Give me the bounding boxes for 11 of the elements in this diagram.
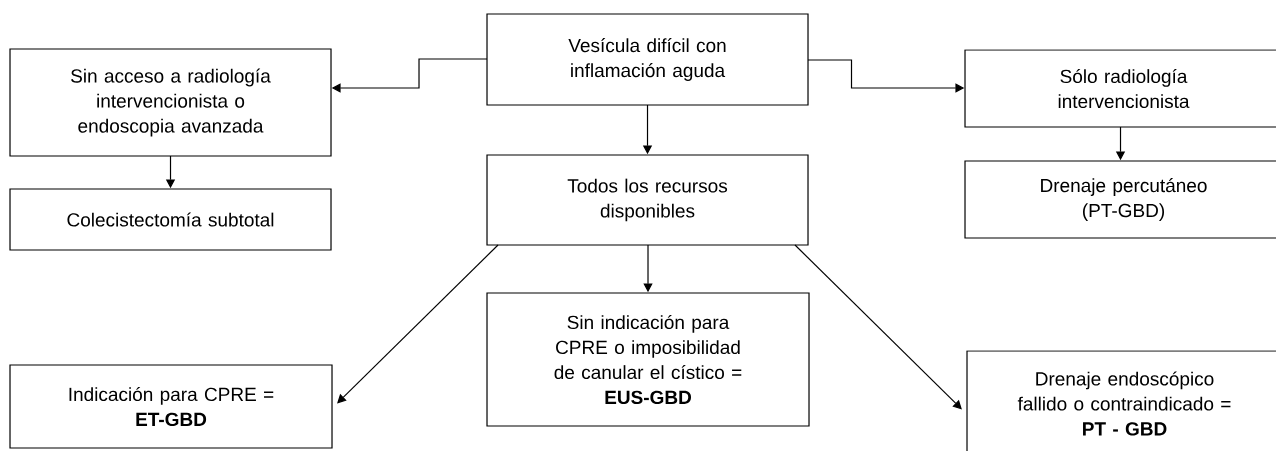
process-box: Todos los recursos disponibles	[486, 154, 809, 246]
arrow	[794, 244, 962, 410]
process-box: Sólo radiología intervencionista	[964, 49, 1276, 128]
arrow	[337, 244, 499, 404]
process-box: Sin indicación para CPRE o imposibilidad de canular el cístico = EUS-GBD	[486, 292, 810, 427]
process-box: Sin acceso a radiología intervencionista o endoscopia avanzada	[9, 48, 332, 157]
process-box: Indicación para CPRE = ET-GBD	[9, 364, 333, 449]
process-box: Vesícula difícil con inflamación aguda	[486, 13, 809, 106]
process-box: Drenaje percutáneo (PT-GBD)	[964, 160, 1276, 239]
process-box: Drenaje endoscópico fallido o contraindicado = PT - GBD	[966, 350, 1276, 451]
process-box: Colecistectomía subtotal	[9, 188, 332, 251]
